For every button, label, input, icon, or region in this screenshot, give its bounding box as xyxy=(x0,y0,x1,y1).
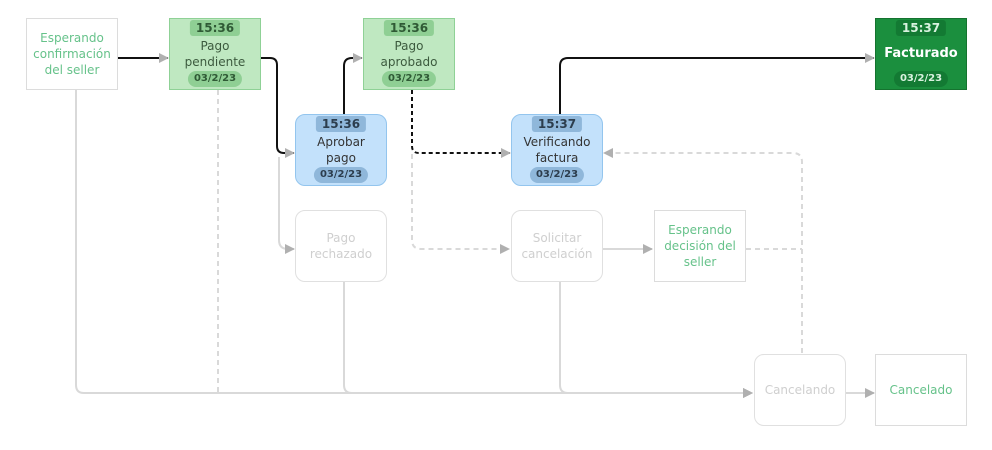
edge-aprobado-to-solicitar xyxy=(411,154,510,254)
node-pago-pendiente[interactable]: 15:36 Pago pendiente 03/2/23 xyxy=(169,18,261,90)
node-pago-aprobado[interactable]: 15:36 Pago aprobado 03/2/23 xyxy=(363,18,455,90)
node-solicitar-cancelacion[interactable]: Solicitar cancelación xyxy=(511,210,603,282)
node-time: 15:36 xyxy=(315,116,367,132)
edge-rechazado-to-cancelando xyxy=(343,282,753,398)
node-cancelado[interactable]: Cancelado xyxy=(875,354,967,426)
node-time: 15:36 xyxy=(383,20,435,36)
edge-aprobar-to-aprobado xyxy=(343,53,363,114)
node-date: 03/2/23 xyxy=(893,71,949,87)
node-date: 03/2/23 xyxy=(187,71,243,87)
node-esperando-decision[interactable]: Esperando decisión del seller xyxy=(654,210,746,282)
node-time: 15:37 xyxy=(531,116,583,132)
node-time: 15:36 xyxy=(189,20,241,36)
node-aprobar-pago[interactable]: 15:36 Aprobar pago 03/2/23 xyxy=(295,114,387,186)
node-cancelando[interactable]: Cancelando xyxy=(754,354,846,426)
node-esperando-confirmacion[interactable]: Esperando confirmación del seller xyxy=(26,18,118,90)
node-facturado[interactable]: 15:37 Facturado 03/2/23 xyxy=(875,18,967,90)
node-label: Pago pendiente xyxy=(184,39,246,69)
node-date: 03/2/23 xyxy=(313,167,369,183)
node-label: Pago rechazado xyxy=(309,231,373,261)
node-label: Verificando factura xyxy=(523,135,591,165)
edge-solicitar-to-cancelando xyxy=(559,282,753,398)
edge-aprobar-to-rechazado xyxy=(278,157,295,254)
node-label: Pago aprobado xyxy=(380,39,438,69)
edge-cancelando-to-verificando xyxy=(603,148,803,353)
node-time: 15:37 xyxy=(895,20,947,36)
edge-verificando-to-facturado xyxy=(559,53,875,114)
node-verificando-factura[interactable]: 15:37 Verificando factura 03/2/23 xyxy=(511,114,603,186)
node-date: 03/2/23 xyxy=(381,71,437,87)
node-label: Aprobar pago xyxy=(317,135,365,165)
node-label: Facturado xyxy=(884,46,958,61)
node-label: Solicitar cancelación xyxy=(521,231,593,261)
node-label: Cancelado xyxy=(889,383,953,397)
edge-aprobado-to-verificando xyxy=(411,90,511,158)
node-label: Cancelando xyxy=(764,383,836,397)
node-pago-rechazado[interactable]: Pago rechazado xyxy=(295,210,387,282)
edge-confirmacion-to-cancelando xyxy=(75,90,753,398)
node-label: Esperando decisión del seller xyxy=(664,223,736,269)
node-date: 03/2/23 xyxy=(529,167,585,183)
edge-pendiente-to-aprobar xyxy=(261,57,295,158)
node-label: Esperando confirmación del seller xyxy=(33,31,111,77)
